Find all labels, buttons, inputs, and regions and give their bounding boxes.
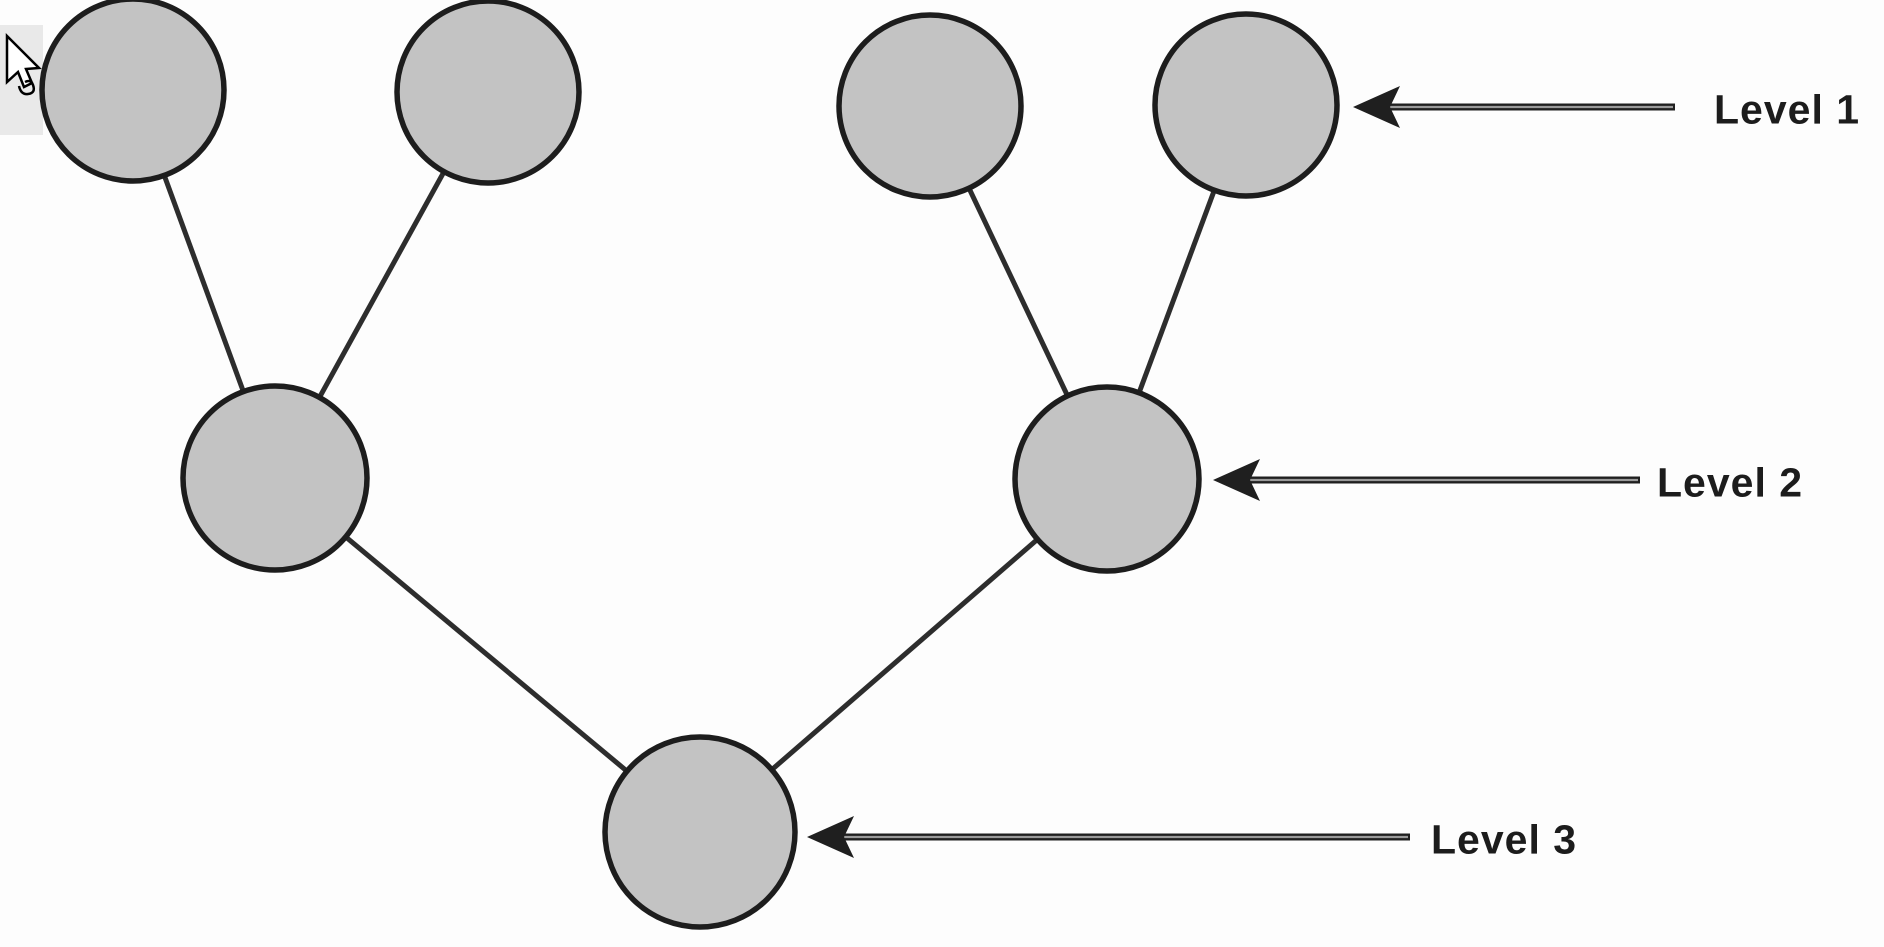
tree-node-level2-node-2 [1012,384,1202,574]
tree-node-level3-node-1 [602,734,798,930]
level-2-label: Level 2 [1657,459,1804,506]
annotation-arrowhead-left [807,816,854,858]
annotation-arrowhead-left [1213,459,1260,501]
level-3-label: Level 3 [1431,816,1578,863]
mouse-cursor-icon [5,32,42,96]
tree-node-level2-node-1 [180,383,370,573]
tree-node-level1-node-4 [1152,11,1340,199]
level-1-label: Level 1 [1714,86,1861,133]
tree-node-level1-node-2 [394,0,582,186]
tree-node-level1-node-1 [39,0,227,184]
annotation-arrowhead-left [1353,86,1400,128]
tree-node-level1-node-3 [836,12,1024,200]
